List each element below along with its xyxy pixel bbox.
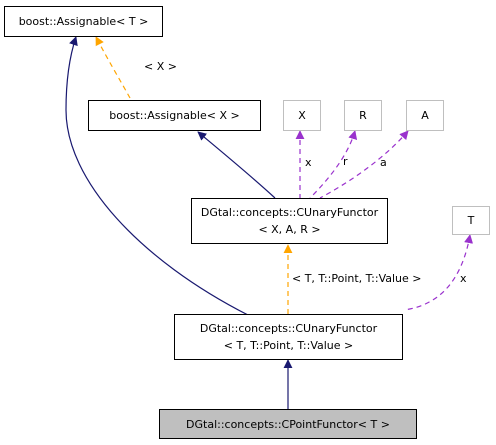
edge-t-usage — [403, 234, 474, 311]
edge-label-assignable-template: < X > — [144, 60, 177, 73]
edge-label-t-usage: x — [460, 272, 467, 285]
edge-label-r-usage: r — [343, 155, 348, 168]
svg-text:X: X — [298, 109, 306, 122]
svg-text:DGtal::concepts::CPointFunctor: DGtal::concepts::CPointFunctor< T > — [186, 418, 390, 431]
svg-text:A: A — [421, 109, 429, 122]
svg-text:DGtal::concepts::CUnaryFunctor: DGtal::concepts::CUnaryFunctor — [201, 206, 379, 219]
edge-label-cunary-template: < T, T::Point, T::Value > — [292, 272, 422, 285]
svg-text:< X, A, R >: < X, A, R > — [258, 223, 320, 236]
edge-cunary-xar-to-assignable-x — [197, 131, 276, 199]
edge-label-a-usage: a — [380, 156, 387, 169]
edge-a-usage — [319, 130, 409, 199]
edge-assignable-x-template — [95, 36, 131, 99]
node-cunary-xar[interactable]: DGtal::concepts::CUnaryFunctor < X, A, R… — [191, 198, 388, 244]
svg-text:boost::Assignable< T >: boost::Assignable< T > — [19, 15, 149, 28]
node-cpoint-functor[interactable]: DGtal::concepts::CPointFunctor< T > — [159, 409, 417, 439]
node-x[interactable]: X — [283, 100, 321, 131]
node-assignable-t[interactable]: boost::Assignable< T > — [4, 6, 163, 37]
node-t[interactable]: T — [452, 206, 490, 235]
svg-text:R: R — [359, 109, 367, 122]
edge-r-usage — [309, 130, 358, 199]
node-cunary-t[interactable]: DGtal::concepts::CUnaryFunctor < T, T::P… — [174, 314, 403, 360]
node-assignable-x[interactable]: boost::Assignable< X > — [88, 100, 261, 131]
node-r[interactable]: R — [344, 100, 382, 131]
svg-text:< T, T::Point, T::Value >: < T, T::Point, T::Value > — [224, 339, 354, 352]
svg-text:DGtal::concepts::CUnaryFunctor: DGtal::concepts::CUnaryFunctor — [200, 322, 378, 335]
svg-text:T: T — [467, 214, 475, 227]
svg-text:boost::Assignable< X >: boost::Assignable< X > — [109, 109, 239, 122]
node-a[interactable]: A — [406, 100, 444, 131]
edge-cunary-t-to-assignable-t — [65, 36, 249, 316]
edge-label-x-usage: x — [305, 156, 312, 169]
